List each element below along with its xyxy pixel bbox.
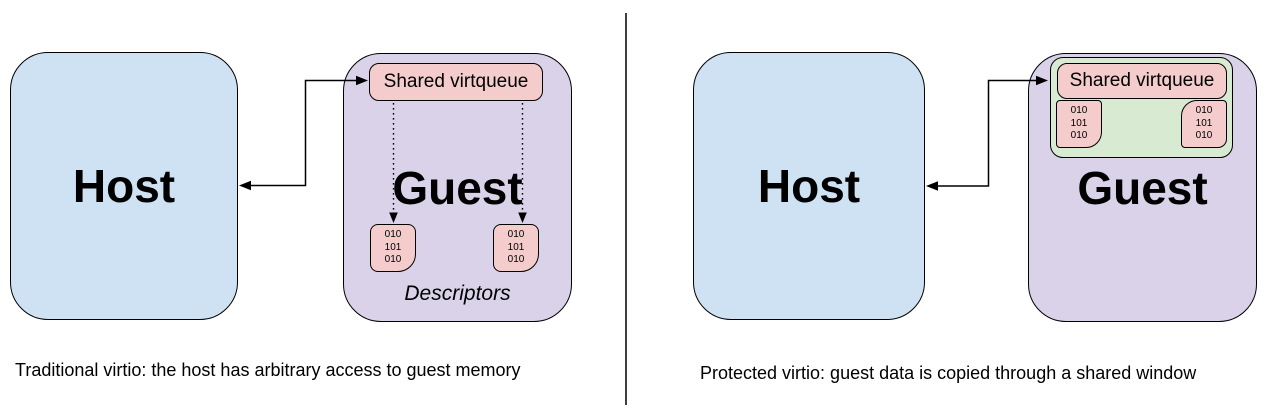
protected-host-window-arrow <box>930 79 1044 187</box>
panel-divider <box>625 13 627 405</box>
traditional-shared-virtqueue-box: Shared virtqueue <box>369 63 543 101</box>
traditional-descriptor-box-right: 010 101 010 <box>493 224 539 272</box>
bit-line: 101 <box>507 241 525 253</box>
bit-line: 010 <box>1070 130 1088 142</box>
guest-label: Guest <box>392 161 523 214</box>
shared-virtqueue-label: Shared virtqueue <box>383 71 529 92</box>
bit-line: 101 <box>384 241 402 253</box>
protected-descriptor-box-left: 010 101 010 <box>1056 100 1102 148</box>
traditional-host-box: Host <box>10 52 238 320</box>
guest-label: Guest <box>1077 161 1208 214</box>
arrowhead-into-host-icon <box>239 180 251 191</box>
bit-line: 010 <box>384 254 402 266</box>
descriptors-label: Descriptors <box>404 282 511 305</box>
bit-line: 101 <box>1195 117 1213 129</box>
protected-host-box: Host <box>693 52 925 320</box>
arrowhead-into-host-icon <box>926 181 938 191</box>
protected-shared-virtqueue-box: Shared virtqueue <box>1057 63 1227 99</box>
shared-virtqueue-label: Shared virtqueue <box>1069 70 1215 91</box>
bit-line: 010 <box>1195 130 1213 142</box>
bit-line: 010 <box>384 229 402 241</box>
host-label: Host <box>757 160 861 212</box>
bit-line: 010 <box>1070 105 1088 117</box>
protected-descriptor-box-right: 010 101 010 <box>1181 100 1227 148</box>
bit-line: 010 <box>507 229 525 241</box>
protected-caption: Protected virtio: guest data is copied t… <box>700 363 1197 383</box>
bit-line: 101 <box>1070 117 1088 129</box>
host-label: Host <box>72 160 176 212</box>
traditional-descriptor-box-left: 010 101 010 <box>370 224 416 272</box>
traditional-caption: Traditional virtio: the host has arbitra… <box>15 360 521 380</box>
bit-line: 010 <box>1195 105 1213 117</box>
bit-line: 010 <box>507 254 525 266</box>
